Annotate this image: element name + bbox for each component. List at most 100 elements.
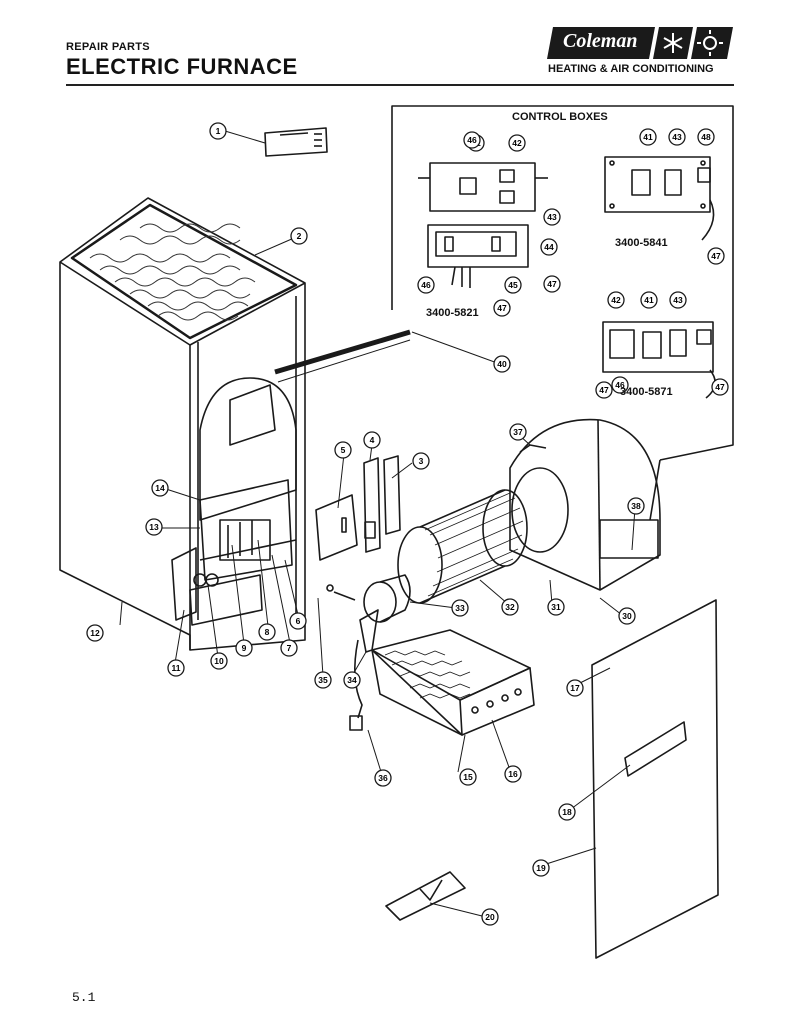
blower-housing <box>509 418 661 591</box>
callout-label: 8 <box>265 627 270 637</box>
callout-47: 47 <box>711 378 729 396</box>
callout-11: 11 <box>167 659 185 677</box>
part-label-sticker <box>264 127 328 157</box>
section-label: REPAIR PARTS <box>66 41 150 53</box>
model-label-5821: 3400-5821 <box>426 307 479 319</box>
callout-37: 37 <box>509 423 527 441</box>
callout-label: 35 <box>318 675 328 685</box>
callout-label: 34 <box>347 675 357 685</box>
callout-label: 47 <box>599 385 609 395</box>
callout-label: 37 <box>513 427 523 437</box>
callout-label: 6 <box>296 616 301 626</box>
callout-45: 45 <box>504 276 522 294</box>
callout-5: 5 <box>334 441 352 459</box>
control-box-inset-frame <box>274 105 734 521</box>
access-door <box>591 599 719 959</box>
page-number: 5.1 <box>72 990 96 1005</box>
callout-19: 19 <box>532 859 550 877</box>
callout-label: 5 <box>341 445 346 455</box>
callout-8: 8 <box>258 623 276 641</box>
callout-label: 1 <box>216 126 221 136</box>
callout-47: 47 <box>595 381 613 399</box>
callout-label: 42 <box>512 138 522 148</box>
callout-label: 44 <box>544 242 554 252</box>
callout-label: 12 <box>90 628 100 638</box>
callout-43: 43 <box>543 208 561 226</box>
heater-element-assembly <box>371 629 535 736</box>
callout-47: 47 <box>707 247 725 265</box>
callout-35: 35 <box>314 671 332 689</box>
snowflake-icon <box>663 33 683 53</box>
callout-label: 10 <box>214 656 224 666</box>
callout-label: 16 <box>508 769 518 779</box>
callout-label: 14 <box>155 483 165 493</box>
brand-logo <box>547 27 733 59</box>
callout-10: 10 <box>210 652 228 670</box>
callout-1: 1 <box>209 122 227 140</box>
callout-label: 17 <box>570 683 580 693</box>
brand-tagline: HEATING & AIR CONDITIONING <box>548 63 714 75</box>
control-box-5841 <box>604 156 715 241</box>
callout-label: 4 <box>370 435 375 445</box>
header-rule <box>66 84 734 86</box>
blower-wheel <box>397 489 528 604</box>
callout-label: 46 <box>615 380 625 390</box>
callout-label: 40 <box>497 359 507 369</box>
callout-14: 14 <box>151 479 169 497</box>
callout-4: 4 <box>363 431 381 449</box>
callout-label: 47 <box>715 382 725 392</box>
callout-label: 48 <box>701 132 711 142</box>
callout-label: 15 <box>463 772 473 782</box>
control-box-5821 <box>427 224 529 288</box>
callout-label: 43 <box>547 212 557 222</box>
callout-41: 41 <box>639 128 657 146</box>
callout-label: 46 <box>467 135 477 145</box>
callout-3: 3 <box>412 452 430 470</box>
callout-30: 30 <box>618 607 636 625</box>
bracket-parts <box>315 455 401 561</box>
callout-label: 45 <box>508 280 518 290</box>
callout-43: 43 <box>669 291 687 309</box>
callout-13: 13 <box>145 518 163 536</box>
callout-42: 42 <box>508 134 526 152</box>
callout-46: 46 <box>417 276 435 294</box>
callout-label: 41 <box>643 132 653 142</box>
callout-44: 44 <box>540 238 558 256</box>
inset-title: CONTROL BOXES <box>512 111 608 123</box>
callout-label: 2 <box>297 231 302 241</box>
callout-label: 19 <box>536 863 546 873</box>
callout-12: 12 <box>86 624 104 642</box>
callout-31: 31 <box>547 598 565 616</box>
callout-41: 41 <box>640 291 658 309</box>
callout-label: 20 <box>485 912 495 922</box>
furnace-cabinet <box>59 197 306 651</box>
callout-38: 38 <box>627 497 645 515</box>
callout-label: 47 <box>547 279 557 289</box>
callout-label: 7 <box>287 643 292 653</box>
model-label-5871: 3400-5871 <box>620 386 673 398</box>
leader-lines <box>119 130 636 918</box>
callout-label: 33 <box>455 603 465 613</box>
callout-36: 36 <box>374 769 392 787</box>
callout-17: 17 <box>566 679 584 697</box>
callout-18: 18 <box>558 803 576 821</box>
sun-icon <box>697 30 723 56</box>
callout-16: 16 <box>504 765 522 783</box>
callout-label: 42 <box>611 295 621 305</box>
instruction-card <box>385 871 466 921</box>
callout-46: 46 <box>463 131 481 149</box>
callout-label: 41 <box>644 295 654 305</box>
callout-43: 43 <box>668 128 686 146</box>
callout-label: 36 <box>378 773 388 783</box>
callout-label: 3 <box>419 456 424 466</box>
callout-label: 43 <box>672 132 682 142</box>
callout-label: 11 <box>172 663 181 673</box>
filter-media <box>89 223 256 321</box>
callout-47: 47 <box>493 299 511 317</box>
callout-48: 48 <box>697 128 715 146</box>
callout-6: 6 <box>289 612 307 630</box>
callout-label: 47 <box>497 303 507 313</box>
callout-label: 18 <box>562 807 572 817</box>
callout-34: 34 <box>343 671 361 689</box>
callout-label: 47 <box>711 251 721 261</box>
